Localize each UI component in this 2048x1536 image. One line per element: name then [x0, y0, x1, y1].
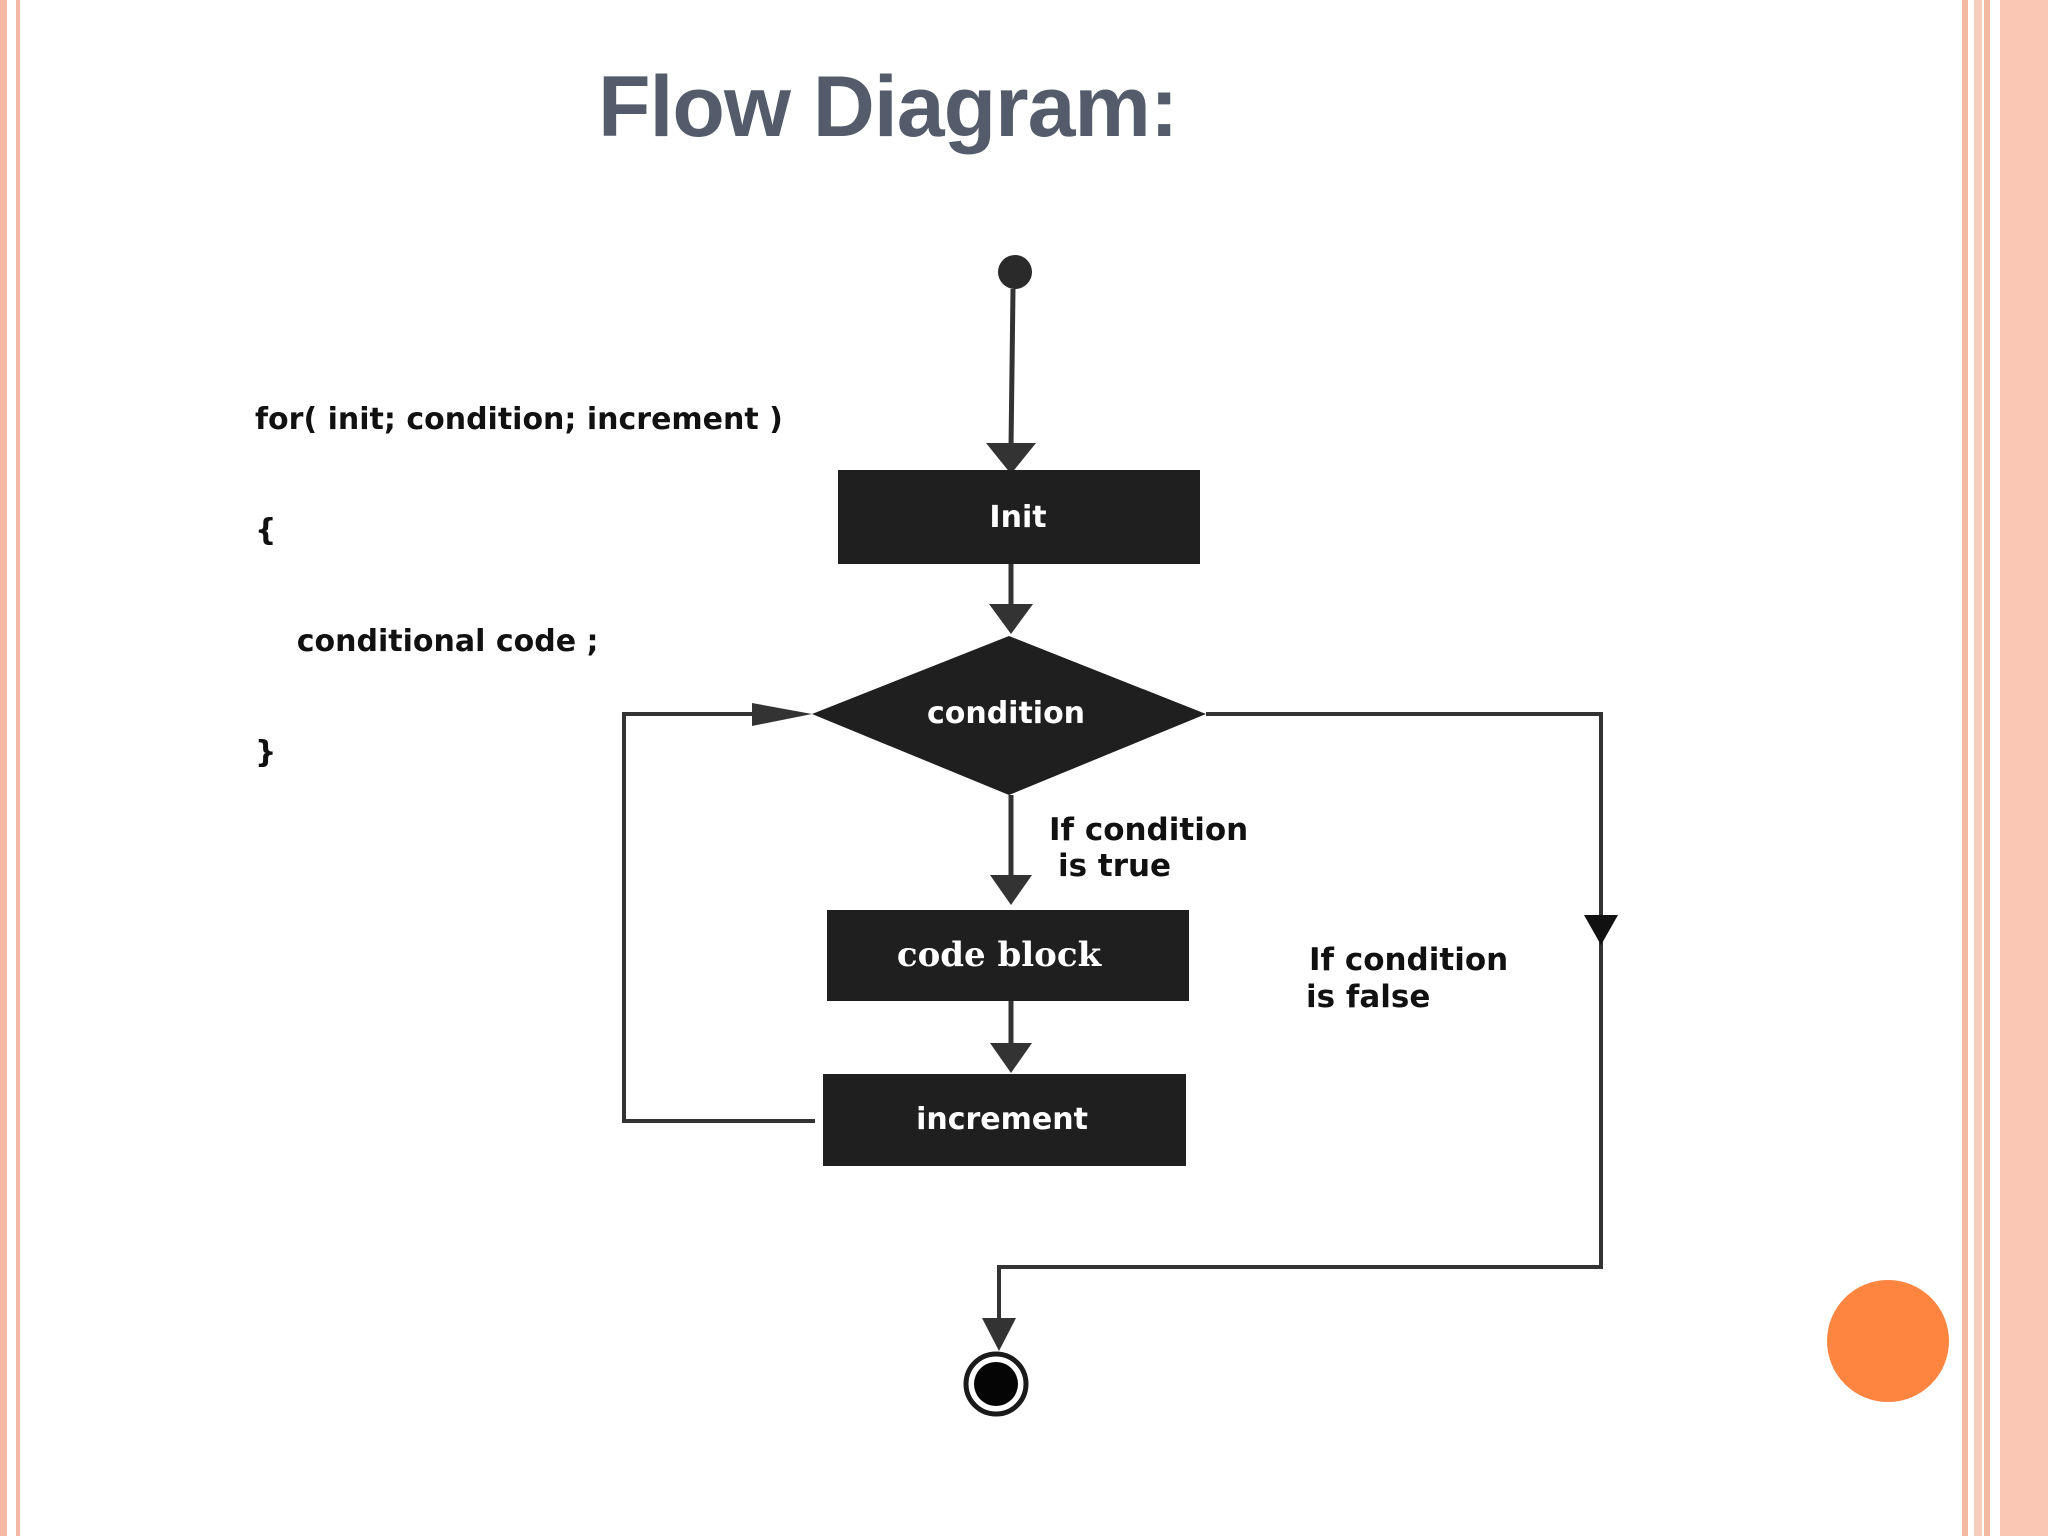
- false-branch-label-line2: is false: [1306, 979, 1430, 1015]
- code-line: {: [255, 513, 277, 548]
- start-node: [998, 255, 1032, 289]
- code-line: for( init; condition; increment ): [255, 402, 783, 437]
- left-border-stripe-inner: [16, 0, 20, 1536]
- increment-node-label: increment: [916, 1102, 1088, 1137]
- arrowhead-condition-to-code-block: [990, 875, 1032, 905]
- code-block-node-label: code block: [897, 935, 1103, 975]
- condition-node: [812, 636, 1206, 795]
- arrowhead-init-to-condition: [989, 604, 1033, 634]
- increment-node: [823, 1074, 1186, 1166]
- condition-node-label: condition: [927, 696, 1085, 731]
- left-border-stripe: [0, 0, 7, 1536]
- true-branch-label-line1: If condition: [1049, 812, 1248, 848]
- code-snippet: for( init; condition; increment ) { cond…: [255, 327, 783, 845]
- code-line: }: [255, 735, 277, 770]
- code-line: conditional code ;: [255, 624, 599, 659]
- edge-condition-false: [997, 712, 1603, 1320]
- init-node: [838, 470, 1200, 564]
- arrowhead-false-branch-mid: [1584, 915, 1618, 945]
- right-border-gap: [1990, 0, 2000, 1536]
- false-branch-label-line1: If condition: [1309, 942, 1508, 978]
- edge-start-to-init: [1008, 288, 1016, 449]
- arrowhead-start-to-init: [986, 443, 1036, 474]
- true-branch-label-line2: is true: [1058, 848, 1171, 884]
- edge-increment-to-condition: [622, 712, 815, 1123]
- arrowhead-false-to-end: [982, 1318, 1016, 1351]
- right-border-stripe-1: [1962, 0, 1968, 1536]
- right-border-stripe-4: [2000, 0, 2048, 1536]
- arrowhead-code-block-to-increment: [990, 1043, 1032, 1073]
- right-border-stripe-2: [1974, 0, 1982, 1536]
- right-border-stripe-3: [1984, 0, 1990, 1536]
- end-node-outer: [963, 1351, 1029, 1417]
- init-node-label: Init: [989, 500, 1046, 535]
- slide-title: Flow Diagram:: [598, 59, 1179, 155]
- end-node-inner: [974, 1362, 1018, 1406]
- decorative-orange-circle: [1827, 1280, 1949, 1402]
- arrowhead-increment-to-condition: [752, 703, 812, 726]
- code-block-node: [827, 910, 1189, 1001]
